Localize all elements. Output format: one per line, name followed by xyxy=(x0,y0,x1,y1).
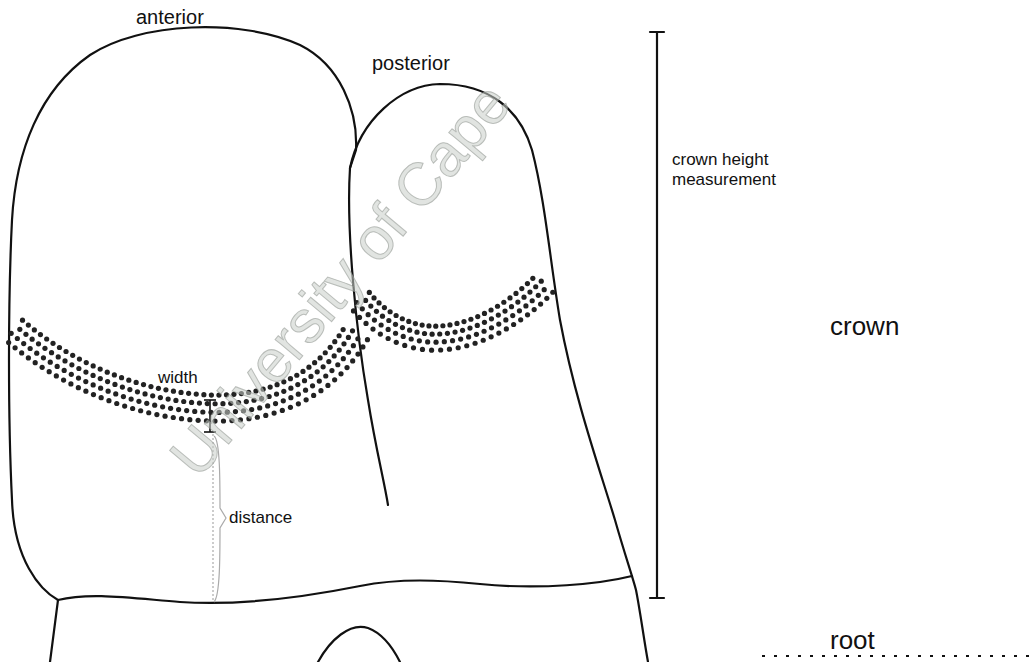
crown-root-separator xyxy=(762,655,1034,657)
measurement-label: distance xyxy=(229,508,292,528)
crown-height-bar xyxy=(656,32,658,598)
part-label: anterior xyxy=(136,6,204,29)
region-label: root xyxy=(830,626,875,656)
measurement-label: width xyxy=(158,368,198,388)
part-label: posterior xyxy=(372,52,450,75)
crown-base xyxy=(58,576,632,603)
root-furcation xyxy=(318,627,400,662)
crown-height-tick xyxy=(650,597,664,599)
crown-height-tick xyxy=(650,31,664,33)
watermark: University of Cape xyxy=(156,70,524,490)
root-outline xyxy=(50,600,58,662)
measurement-label: crown height measurement xyxy=(672,150,792,189)
region-label: crown xyxy=(830,312,899,342)
